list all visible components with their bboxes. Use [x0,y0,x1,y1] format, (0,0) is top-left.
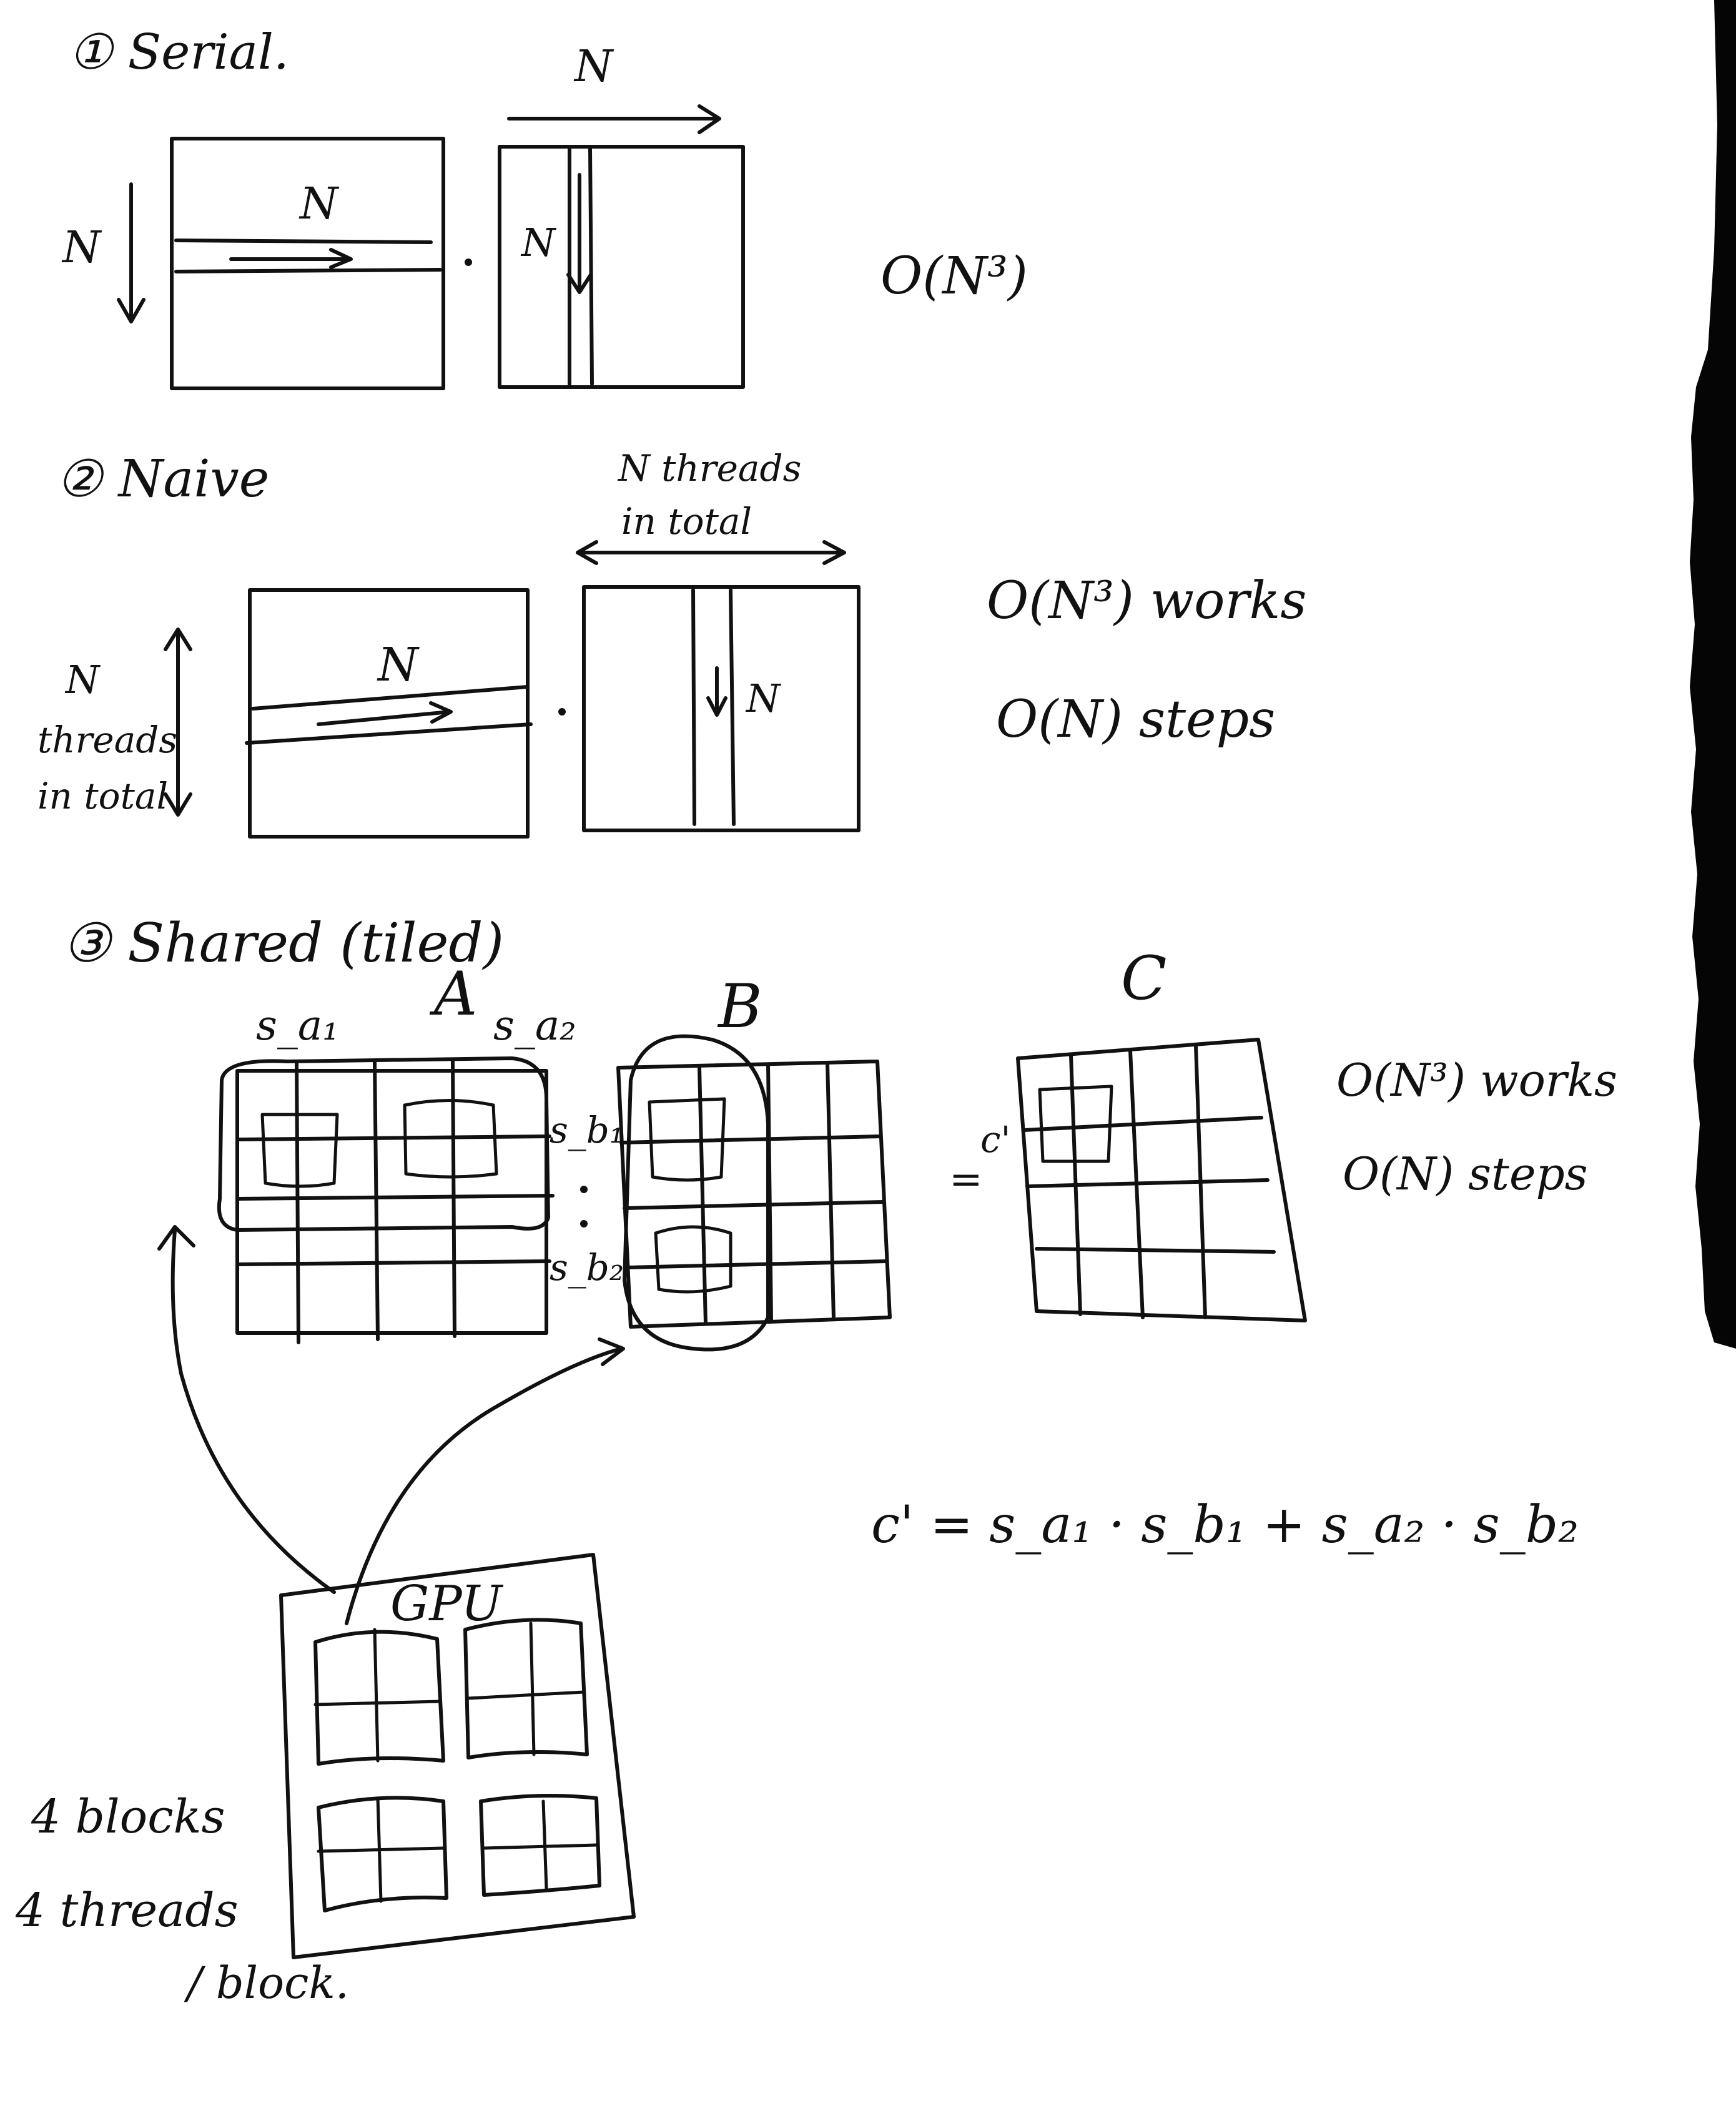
naive-top-arrow [576,540,846,565]
serial-matrix-A [170,137,445,390]
gpu-block-1 [313,1628,445,1766]
serial-B-top-label: N [573,41,614,92]
gpu-block-2 [463,1618,589,1759]
gpu-block-3 [317,1796,448,1912]
naive-matrix-B [582,585,861,832]
naive-title: ② Naive [56,450,269,509]
shared-formula: c' = s_a₁ · s_b₁ + s_a₂ · s_b₂ [871,1495,1579,1555]
naive-steps: O(N) steps [996,690,1275,749]
serial-A-row-label: N [298,178,340,229]
section-serial: ① Serial. N N N N O(N³) [61,24,1028,390]
naive-B-top-label-1: N threads [617,447,801,490]
naive-work: O(N³) works [987,571,1306,631]
shared-B-col-band [623,1034,770,1352]
shared-B-tile-1 [648,1097,726,1182]
naive-A-row-arrow [317,701,453,726]
arrow-gpu-to-B [345,1337,625,1625]
serial-A-side-label: N [61,222,102,273]
shared-matrix-A [217,1056,555,1344]
naive-B-col-line-left [691,588,696,826]
shared-equals: = [949,1156,983,1203]
shared-matrix-C [1016,1038,1307,1322]
gpu-box: GPU [279,1553,636,1959]
serial-A-row-arrow [229,248,353,269]
section-naive: ② Naive N threads in total N threads in … [37,447,1306,839]
shared-label-B: B [717,972,762,1041]
naive-side-arrow [164,627,192,817]
naive-side-label-3: in total [37,775,168,817]
shared-A-tile-2 [403,1099,498,1179]
naive-B-col-line-right [729,588,736,826]
naive-B-col-label: N [745,676,782,721]
naive-dot [558,708,566,716]
naive-A-row-line-top [251,685,530,711]
serial-complexity: O(N³) [880,247,1028,306]
shared-s-a1-label: s_a₁ [256,1001,339,1050]
serial-dot [465,258,472,266]
serial-B-col-arrow [566,173,593,294]
shared-s-a2-label: s_a₂ [493,1001,576,1050]
naive-B-top-label-2: in total [621,500,752,543]
serial-A-row-line-top [174,239,433,244]
serial-top-arrow [507,104,721,134]
shared-dot-1 [580,1186,588,1193]
serial-B-col-label: N [520,220,557,265]
serial-A-row-line-bottom [174,268,442,273]
section-shared: ③ Shared (tiled) A B C s_a₁ s_a₂ s_b₁ s_… [15,912,1617,2009]
shared-s-b1-label: s_b₁ [550,1109,624,1151]
gpu-block-4 [479,1794,601,1897]
shared-label-A: A [429,959,477,1029]
naive-B-col-arrow [706,666,727,717]
shared-C-tile [1038,1085,1113,1163]
shared-title: ③ Shared (tiled) [62,912,504,975]
gpu-threads-label: 4 threads [15,1884,239,1937]
shared-steps: O(N) steps [1343,1148,1588,1200]
naive-matrix-A [248,588,530,839]
serial-matrix-B [498,145,745,389]
gpu-per-block-label: / block. [184,1957,349,2009]
shared-B-tile-2 [654,1225,732,1294]
serial-title: ① Serial. [69,24,289,81]
serial-B-col-line-right [588,147,594,386]
naive-side-label-1: N [64,657,101,702]
shared-c-prime-label: c' [980,1118,1010,1161]
shared-A-row-band [217,1056,550,1232]
shared-matrix-B [616,1034,892,1352]
naive-side-label-2: threads [37,719,177,761]
serial-side-arrow [117,182,145,323]
naive-A-row-line-bottom [245,722,533,745]
gpu-label: GPU [390,1576,503,1632]
shared-s-b2-label: s_b₂ [550,1246,624,1289]
gpu-blocks-label: 4 blocks [31,1790,225,1844]
arrow-gpu-to-A [157,1225,336,1594]
shared-label-C: C [1121,943,1166,1013]
shared-work: O(N³) works [1336,1054,1617,1106]
torn-paper-edge [1690,0,1736,1349]
shared-dot-2 [580,1220,588,1228]
shared-A-tile-1 [260,1113,339,1188]
naive-A-row-label: N [377,638,420,692]
